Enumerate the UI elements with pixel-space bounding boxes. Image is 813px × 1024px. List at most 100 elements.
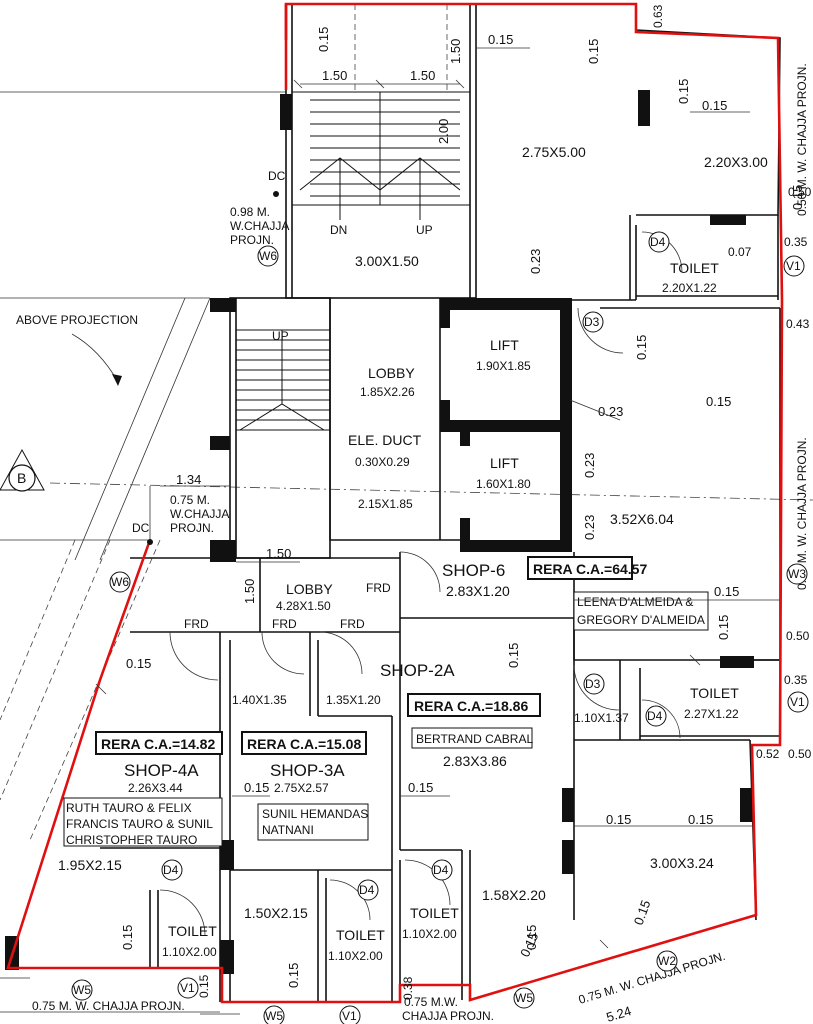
lobby2-dim: 4.28X1.50 (276, 599, 331, 613)
dim-c: 1.50 (410, 68, 435, 83)
dim-o: 0.15 (634, 335, 649, 360)
tag-w5a: W5 (73, 983, 91, 997)
dim-j: 2.00 (436, 119, 451, 144)
dim-u: 1.50 (266, 546, 291, 561)
ele-duct-dim: 0.30X0.29 (355, 455, 410, 469)
mid-right-dim: 1.58X2.20 (482, 887, 546, 903)
tag-v1d: V1 (790, 695, 805, 709)
rera-shop3a: RERA C.A.=15.08 (241, 731, 367, 755)
dn-label: DN (330, 223, 347, 237)
above-projection-label: ABOVE PROJECTION (16, 313, 138, 327)
tag-d3a: D3 (584, 315, 600, 329)
columns (5, 90, 754, 974)
dim-y: 0.50 (786, 629, 810, 643)
tag-w2: W2 (658, 954, 676, 968)
chajja-1-line2: W.CHAJJA (230, 219, 289, 233)
chajja-2-line2: W.CHAJJA (170, 507, 229, 521)
owner-shop6-line2: GREGORY D'ALMEIDA (577, 613, 705, 627)
shop3a-label: SHOP-3A (270, 761, 345, 780)
dim-ae: 0.15 (244, 780, 269, 795)
tag-d4c: D4 (163, 863, 179, 877)
lower-right-dim: 3.00X3.24 (650, 855, 714, 871)
dim-ab: 0.52 (756, 747, 780, 761)
chajja-1-line1: 0.98 M. (230, 205, 270, 219)
tag-d3b: D3 (585, 677, 601, 691)
tag-w5c: W5 (515, 991, 533, 1005)
dim-k: 0.23 (528, 249, 543, 274)
dimensions: 0.15 1.50 1.50 1.50 0.15 0.15 0.63 0.15 … (120, 4, 812, 1024)
right-room-dim: 3.52X6.04 (610, 511, 674, 527)
owner-shop2a: BERTRAND CABRAL (411, 727, 533, 749)
toilet-top-label: TOILET (670, 260, 719, 276)
room-labels: 3.00X1.50 2.75X5.00 2.20X3.00 TOILET 2.2… (58, 144, 768, 963)
tag-v1b: V1 (342, 1009, 357, 1023)
dim-h: 0.15 (676, 79, 691, 104)
dim-r: 0.23 (582, 453, 597, 478)
toilet-c-label: TOILET (410, 905, 459, 921)
dimension-ticks (95, 47, 780, 1015)
chajja-bottom-mid-1: 0.75 M.W. (404, 995, 458, 1009)
dc-dot-2 (147, 539, 153, 545)
dim-s: 0.23 (582, 515, 597, 540)
tag-d4b: D4 (647, 709, 663, 723)
dim-t: 1.34 (176, 472, 201, 487)
dim-q: 0.23 (598, 404, 623, 419)
rera-shop4a-text: RERA C.A.=14.82 (101, 736, 215, 752)
dim-aa: 0.15 (506, 643, 521, 668)
tag-w3: W3 (788, 567, 806, 581)
dc-label-1: DC (268, 169, 286, 183)
mid-lower-dim: 1.50X2.15 (244, 905, 308, 921)
rera-shop2a-text: RERA C.A.=18.86 (414, 698, 528, 714)
shop6-dim: 2.83X1.20 (446, 583, 510, 599)
toilet-a-label: TOILET (168, 923, 217, 939)
dim-z: 0.35 (784, 673, 808, 687)
lobby-label: LOBBY (368, 365, 415, 381)
dim-f: 0.15 (586, 39, 601, 64)
chajja-2-line1: 0.75 M. (170, 493, 210, 507)
rera-shop3a-text: RERA C.A.=15.08 (247, 736, 361, 752)
shop3a-dim: 2.75X2.57 (274, 781, 329, 795)
owner-shop6-line1: LEENA D'ALMEIDA & (577, 595, 693, 609)
shop4a-dim: 2.26X3.44 (128, 781, 183, 795)
dim-aj: 0.15 (286, 963, 301, 988)
dim-ah: 0.15 (688, 812, 713, 827)
owner-shop4a-line2: FRANCIS TAURO & SUNIL (66, 817, 213, 831)
dim-ap: 0.15 (790, 185, 805, 210)
dim-an: 0.15 (197, 974, 211, 998)
tag-w5b: W5 (265, 1009, 283, 1023)
toilet-b-label: TOILET (336, 927, 385, 943)
up-label-1: UP (416, 223, 433, 237)
owner-shop3a-line2: NATNANI (262, 823, 314, 837)
lift1-label: LIFT (490, 337, 519, 353)
chajja-bottom-left: 0.75 M. W. CHAJJA PROJN. (32, 999, 185, 1013)
lift2-label: LIFT (490, 455, 519, 471)
dim-ao: 5.24 (604, 1003, 633, 1024)
dim-ai: 0.15 (120, 925, 135, 950)
owner-shop6: LEENA D'ALMEIDA & GREGORY D'ALMEIDA (573, 591, 709, 631)
rera-boundary (6, 2, 784, 1004)
toilet-c-dim: 1.10X2.00 (402, 927, 457, 941)
owner-shop3a-line1: SUNIL HEMANDAS (262, 807, 368, 821)
dim-a: 0.15 (316, 27, 331, 52)
room-top-right-dim: 2.20X3.00 (704, 154, 768, 170)
left-lower-dim: 1.95X2.15 (58, 857, 122, 873)
dim-am: 0.38 (401, 976, 415, 1000)
rera-shop6-text: RERA C.A.=64.57 (533, 561, 647, 577)
dim-d: 1.50 (448, 39, 463, 64)
shop6-label: SHOP-6 (442, 561, 505, 580)
frd-4: FRD (366, 581, 391, 595)
toilet-b-dim: 1.10X2.00 (328, 949, 383, 963)
toilet-right-dim: 2.27X1.22 (684, 707, 739, 721)
dc-dot-1 (273, 191, 279, 197)
frd-3: FRD (340, 617, 365, 631)
frd-2: FRD (272, 617, 297, 631)
dim-aq: 0.15 (524, 925, 539, 950)
dim-i: 0.15 (702, 98, 727, 113)
stair-upper (292, 4, 470, 220)
lift1-dim: 1.90X1.85 (476, 359, 531, 373)
rera-shop2a: RERA C.A.=18.86 (407, 693, 541, 717)
dim-v: 1.50 (242, 579, 257, 604)
rera-shop4a: RERA C.A.=14.82 (95, 731, 223, 755)
owner-shop4a-line1: RUTH TAURO & FELIX (66, 801, 192, 815)
